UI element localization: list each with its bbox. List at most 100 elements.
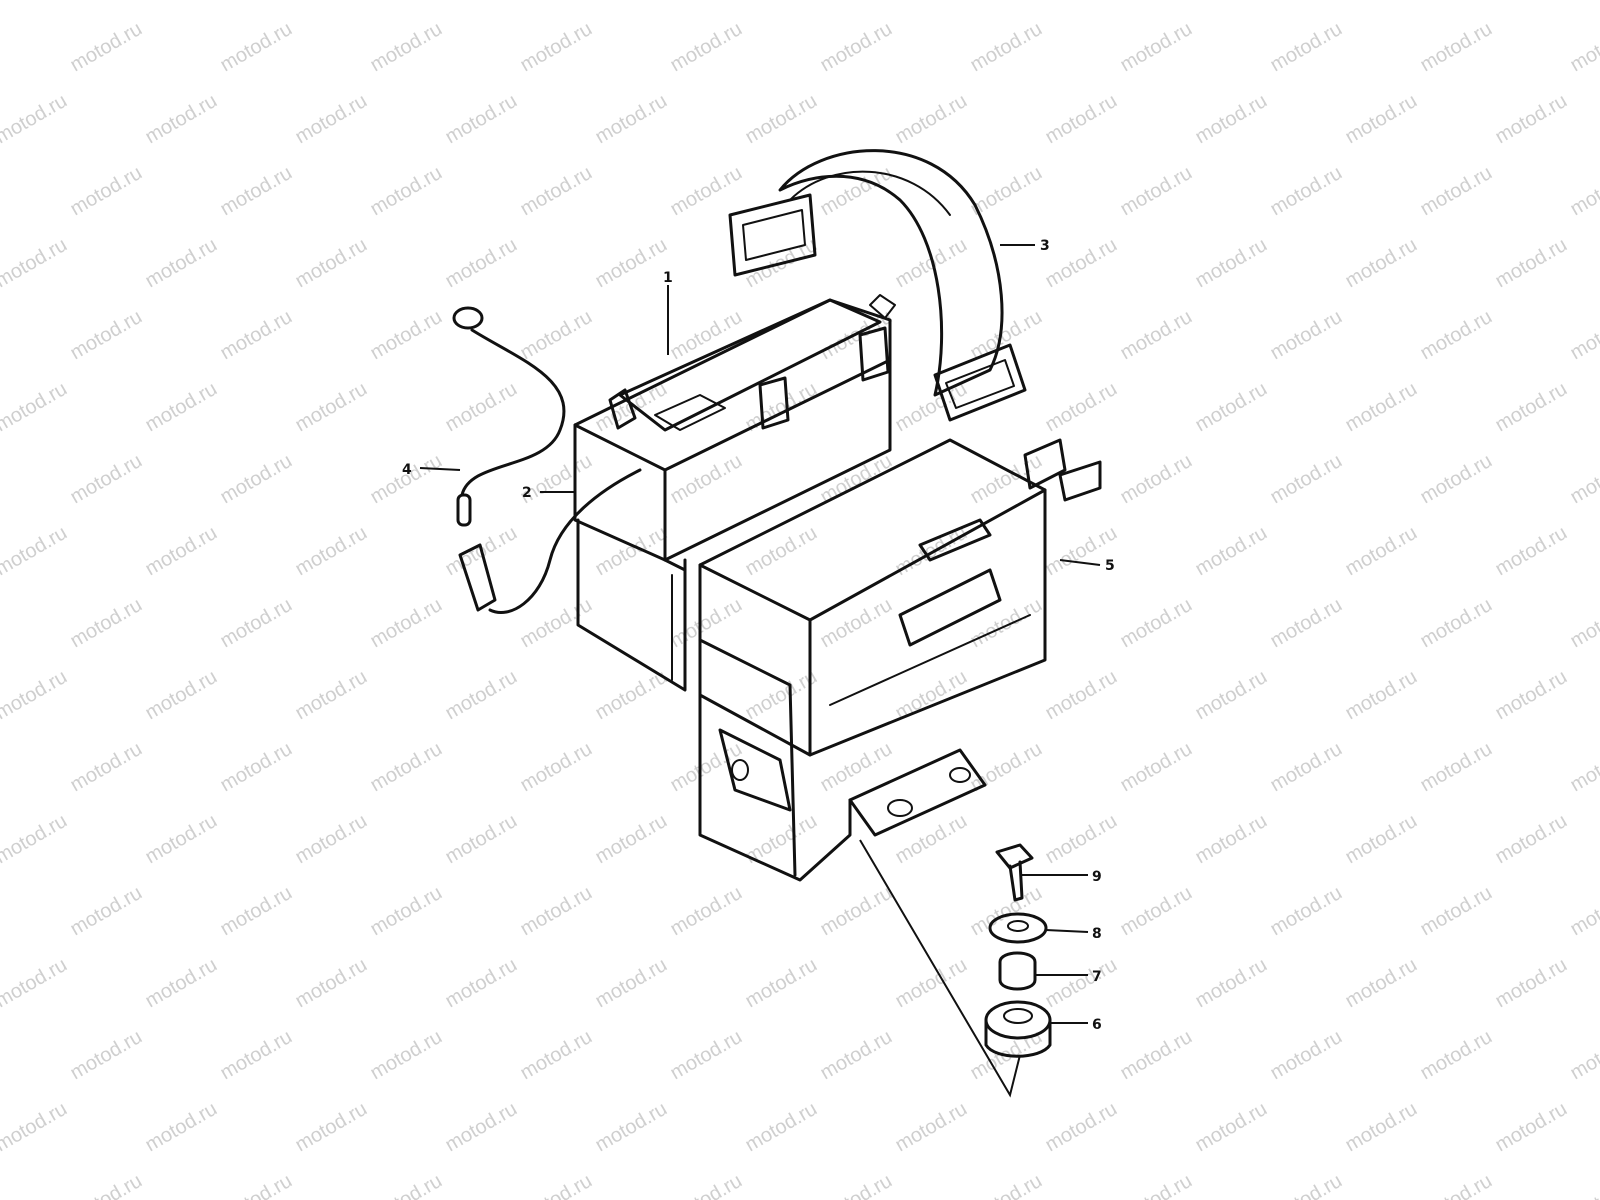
watermark-text: motod.ru (967, 1170, 1046, 1200)
watermark-text: motod.ru (1042, 234, 1121, 293)
watermark-text: motod.ru (1492, 1098, 1571, 1157)
watermark-text: motod.ru (217, 738, 296, 797)
battery (573, 294, 896, 692)
watermark-text: motod.ru (217, 1026, 296, 1085)
watermark-text: motod.ru (1192, 378, 1271, 437)
watermark-text: motod.ru (517, 594, 596, 653)
watermark-text: motod.ru (1567, 882, 1600, 941)
watermark-text: motod.ru (367, 450, 446, 509)
watermark-text: motod.ru (967, 594, 1046, 653)
watermark-text: motod.ru (817, 594, 896, 653)
watermark-text: motod.ru (517, 1026, 596, 1085)
watermark-text: motod.ru (292, 666, 371, 725)
watermark-text: motod.ru (367, 162, 446, 221)
watermark-text: motod.ru (892, 522, 971, 581)
callout-8: 8 (1092, 926, 1102, 942)
watermark-text: motod.ru (967, 18, 1046, 77)
watermark-text: motod.ru (1342, 234, 1421, 293)
watermark-text: motod.ru (442, 666, 521, 725)
watermark-text: motod.ru (1267, 1026, 1346, 1085)
watermark-text: motod.ru (1492, 954, 1571, 1013)
watermark-text: motod.ru (1042, 378, 1121, 437)
watermark-text: motod.ru (442, 1098, 521, 1157)
watermark-text: motod.ru (592, 90, 671, 149)
watermark-text: motod.ru (1492, 666, 1571, 725)
callout-4: 4 (402, 462, 412, 478)
watermark-text: motod.ru (292, 234, 371, 293)
watermark-text: motod.ru (1492, 378, 1571, 437)
watermark-text: motod.ru (367, 1170, 446, 1200)
watermark-text: motod.ru (1417, 1170, 1496, 1200)
callout-7: 7 (1092, 969, 1102, 985)
watermark-text: motod.ru (517, 738, 596, 797)
watermark-text: motod.ru (1117, 594, 1196, 653)
watermark-text: motod.ru (592, 954, 671, 1013)
watermark-text: motod.ru (1042, 954, 1121, 1013)
leader-lines (419, 244, 1101, 1024)
watermark-text: motod.ru (1117, 450, 1196, 509)
watermark-text: motod.ru (217, 18, 296, 77)
watermark-text: motod.ru (142, 522, 221, 581)
watermark-text: motod.ru (1417, 306, 1496, 365)
watermark-text: motod.ru (1267, 162, 1346, 221)
watermark-text: motod.ru (67, 1026, 146, 1085)
watermark-text: motod.ru (1567, 594, 1600, 653)
watermark-text: motod.ru (67, 306, 146, 365)
watermark-text: motod.ru (0, 0, 71, 4)
watermark-text: motod.ru (292, 378, 371, 437)
watermark-text: motod.ru (1192, 90, 1271, 149)
watermark-text: motod.ru (1492, 810, 1571, 869)
watermark-text: motod.ru (592, 522, 671, 581)
watermark-text: motod.ru (442, 234, 521, 293)
watermark-text: motod.ru (67, 882, 146, 941)
callout-9: 9 (1092, 869, 1102, 885)
watermark-text: motod.ru (1042, 90, 1121, 149)
watermark-text: motod.ru (667, 1026, 746, 1085)
watermark-text: motod.ru (1267, 882, 1346, 941)
watermark-text: motod.ru (1417, 738, 1496, 797)
watermark-text: motod.ru (1417, 450, 1496, 509)
watermark-text: motod.ru (1117, 1026, 1196, 1085)
watermark-text: motod.ru (292, 0, 371, 4)
watermark-text: motod.ru (67, 738, 146, 797)
watermark-text: motod.ru (1042, 1098, 1121, 1157)
watermark-text: motod.ru (817, 1170, 896, 1200)
watermark-text: motod.ru (367, 882, 446, 941)
watermark-text: motod.ru (1567, 162, 1600, 221)
watermark-text: motod.ru (742, 1098, 821, 1157)
watermark-text: motod.ru (292, 1098, 371, 1157)
watermark-text: motod.ru (1342, 810, 1421, 869)
watermark-text: motod.ru (367, 594, 446, 653)
watermark-text: motod.ru (142, 666, 221, 725)
watermark-text: motod.ru (1117, 1170, 1196, 1200)
watermark-text: motod.ru (142, 90, 221, 149)
watermark-text: motod.ru (1192, 0, 1271, 4)
watermark-text: motod.ru (67, 1170, 146, 1200)
watermark-text: motod.ru (1267, 18, 1346, 77)
watermark-text: motod.ru (442, 378, 521, 437)
watermark-text: motod.ru (817, 18, 896, 77)
watermark-text: motod.ru (667, 162, 746, 221)
watermark-text: motod.ru (1417, 1026, 1496, 1085)
watermark-text: motod.ru (592, 1098, 671, 1157)
fastener-group (984, 843, 1052, 1058)
watermark-text: motod.ru (1342, 1098, 1421, 1157)
watermark-text: motod.ru (0, 954, 71, 1013)
callout-5: 5 (1105, 558, 1115, 574)
watermark-text: motod.ru (592, 810, 671, 869)
watermark-text: motod.ru (217, 306, 296, 365)
watermark-text: motod.ru (292, 522, 371, 581)
watermark-text: motod.ru (1342, 0, 1421, 4)
watermark-text: motod.ru (667, 450, 746, 509)
rubber-grommet (984, 1000, 1052, 1040)
watermark-text: motod.ru (817, 1026, 896, 1085)
spacer-collar (998, 951, 1037, 991)
watermark-text: motod.ru (1192, 954, 1271, 1013)
watermark-text: motod.ru (0, 666, 71, 725)
watermark-text: motod.ru (1417, 882, 1496, 941)
watermark-text: motod.ru (1042, 0, 1121, 4)
watermark-text: motod.ru (667, 18, 746, 77)
